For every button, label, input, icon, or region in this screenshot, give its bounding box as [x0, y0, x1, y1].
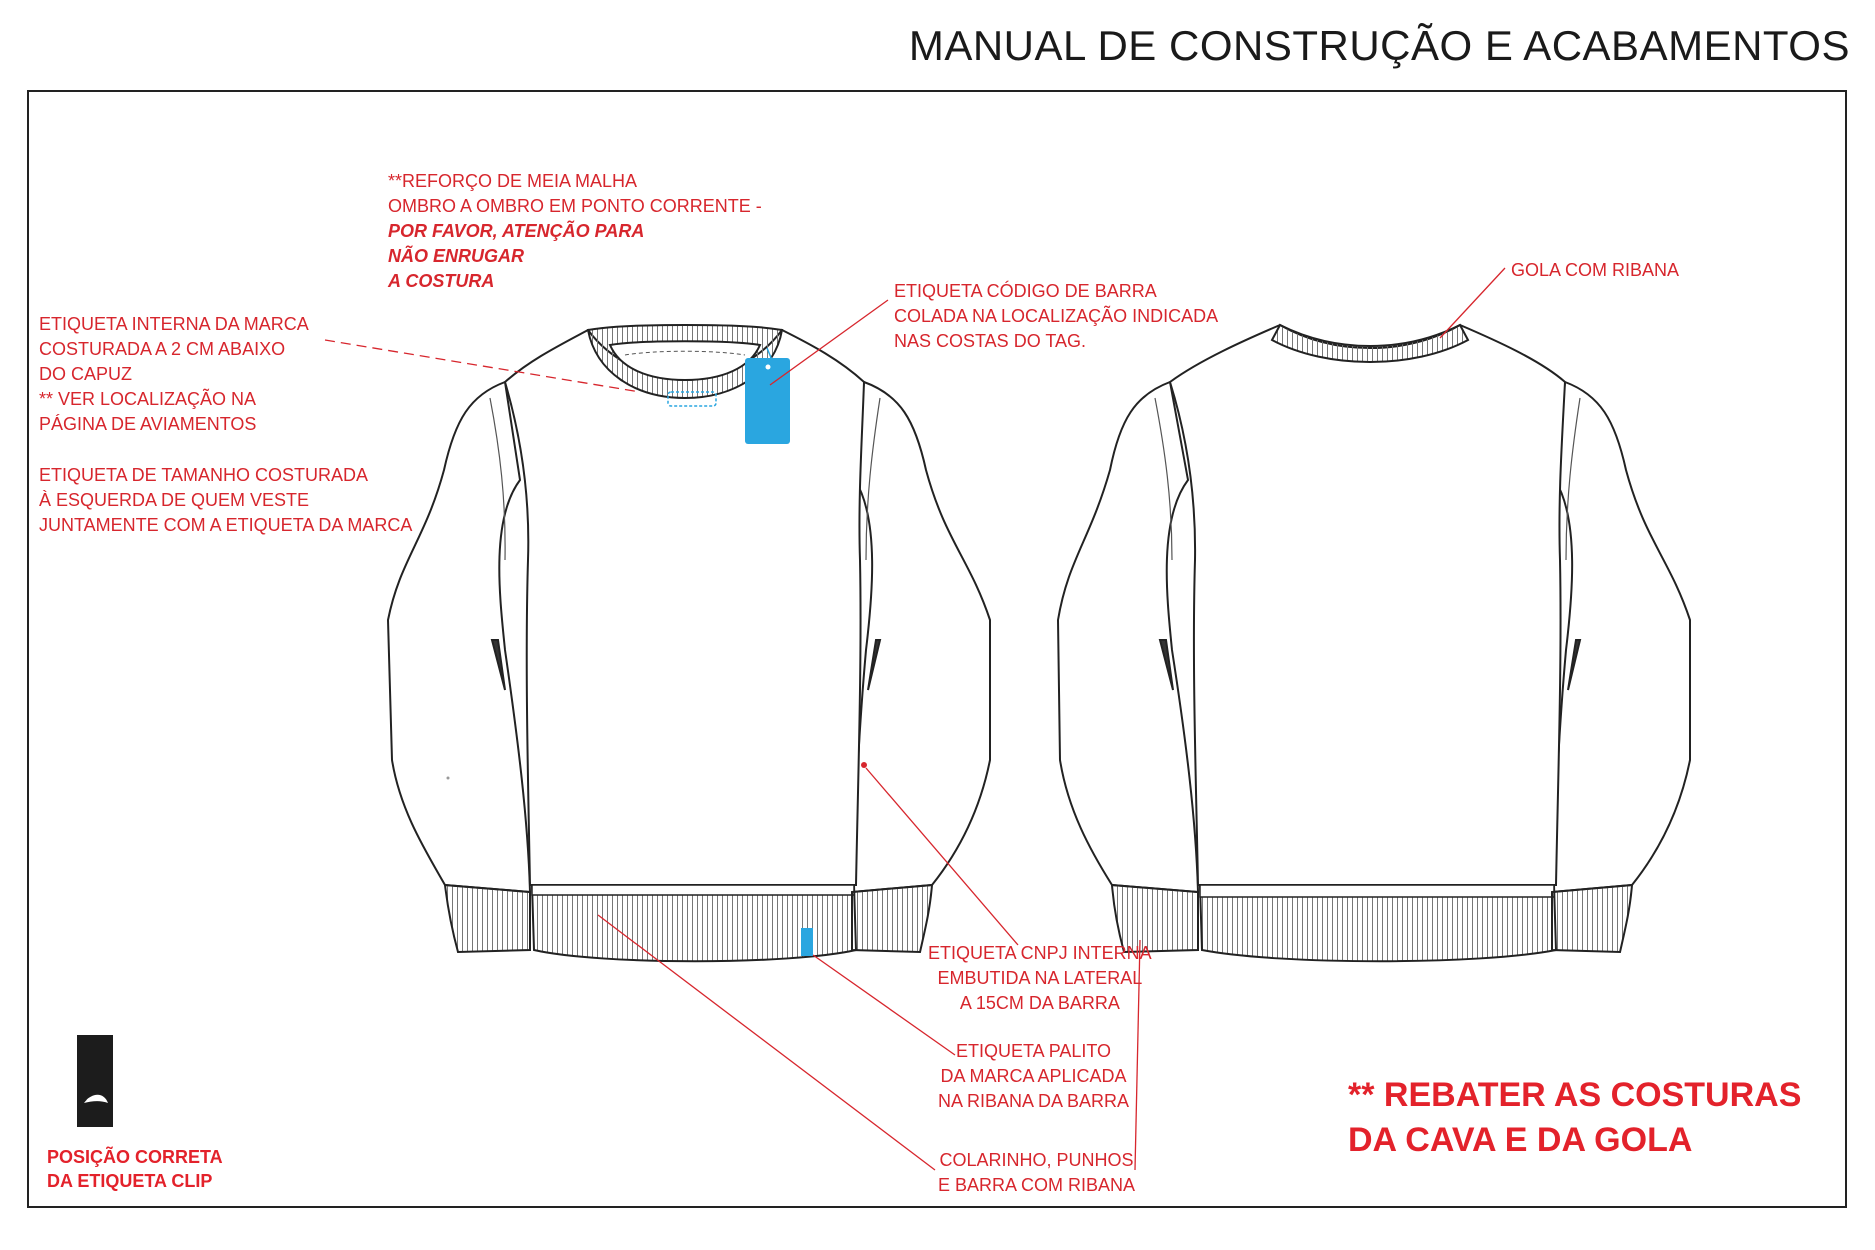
front-right-cuff: [851, 883, 934, 954]
note-line: PÁGINA DE AVIAMENTOS: [39, 414, 257, 434]
front-hem-rib: [530, 884, 858, 963]
note-line: DA MARCA APLICADA: [940, 1066, 1127, 1086]
leader-colarinho-back: [1134, 939, 1141, 1171]
drawing-frame: [27, 90, 1847, 1208]
note-line: GOLA COM RIBANA: [1511, 260, 1680, 280]
leader-gola: [1439, 267, 1506, 339]
note-line: DO CAPUZ: [39, 364, 133, 384]
note-line: ETIQUETA DE TAMANHO COSTURADA: [39, 465, 369, 485]
note-line: EMBUTIDA NA LATERAL: [937, 968, 1143, 988]
note-line: À ESQUERDA DE QUEM VESTE: [39, 490, 310, 510]
rebater-costuras-note: ** REBATER AS COSTURAS DA CAVA E DA GOLA: [1348, 1073, 1801, 1163]
note-cnpj: ETIQUETA CNPJ INTERNA EMBUTIDA NA LATERA…: [928, 941, 1152, 1016]
note-palito: ETIQUETA PALITO DA MARCA APLICADA NA RIB…: [938, 1039, 1129, 1114]
rebater-line: DA CAVA E DA GOLA: [1348, 1121, 1693, 1159]
back-left-cuff: [1110, 883, 1199, 954]
note-etiqueta-tamanho: ETIQUETA DE TAMANHO COSTURADA À ESQUERDA…: [39, 463, 412, 538]
front-sweatshirt: [386, 323, 991, 963]
note-line: E BARRA COM RIBANA: [938, 1175, 1136, 1195]
back-sweatshirt: [1056, 323, 1691, 963]
front-left-cuff: [443, 883, 531, 954]
note-line: COLARINHO, PUNHOS: [939, 1150, 1134, 1170]
clip-label-caption: POSIÇÃO CORRETA DA ETIQUETA CLIP: [47, 1145, 223, 1193]
leader-cnpj: [865, 767, 1019, 946]
leader-palito: [812, 954, 956, 1056]
note-reforco: **REFORÇO DE MEIA MALHA OMBRO A OMBRO EM…: [388, 169, 762, 294]
front-body: [503, 328, 866, 886]
note-line: ETIQUETA PALITO: [956, 1041, 1112, 1061]
note-gola: GOLA COM RIBANA: [1511, 258, 1679, 283]
back-collar-rib: [1270, 323, 1470, 364]
note-line-emphasis: POR FAVOR, ATENÇÃO PARA: [388, 221, 645, 241]
note-line: COSTURADA A 2 CM ABAIXO: [39, 339, 286, 359]
clip-caption-line: POSIÇÃO CORRETA: [47, 1147, 223, 1167]
back-body: [1168, 323, 1567, 886]
leader-colarinho-front: [597, 914, 936, 1171]
note-line: COLADA NA LOCALIZAÇÃO INDICADA: [894, 306, 1219, 326]
back-hem-rib: [1198, 884, 1558, 963]
note-line-emphasis: A COSTURA: [388, 271, 495, 291]
cnpj-marker-dot: [861, 762, 867, 768]
note-line: ETIQUETA INTERNA DA MARCA: [39, 314, 309, 334]
clip-label-icon: [77, 1035, 113, 1127]
rebater-line: ** REBATER AS COSTURAS: [1348, 1076, 1802, 1114]
note-line: NA RIBANA DA BARRA: [938, 1091, 1130, 1111]
palito-label-marker: [801, 928, 813, 956]
leader-lines: [324, 267, 1506, 1171]
note-line-emphasis: NÃO ENRUGAR: [388, 246, 525, 266]
leader-codigo-barra: [769, 299, 889, 386]
clip-caption-line: DA ETIQUETA CLIP: [47, 1171, 213, 1191]
note-line: A 15CM DA BARRA: [959, 993, 1120, 1013]
hang-tag-icon: [745, 347, 790, 444]
note-colarinho: COLARINHO, PUNHOS E BARRA COM RIBANA: [938, 1148, 1135, 1198]
stray-dot: [446, 776, 450, 780]
inner-label-outline: [667, 391, 717, 407]
note-line: NAS COSTAS DO TAG.: [894, 331, 1087, 351]
back-right-cuff: [1551, 883, 1634, 954]
note-codigo-barra: ETIQUETA CÓDIGO DE BARRA COLADA NA LOCAL…: [894, 279, 1218, 354]
note-line: ETIQUETA CNPJ INTERNA: [928, 943, 1152, 963]
back-left-sleeve: [1056, 380, 1200, 894]
back-right-sleeve: [1550, 380, 1691, 894]
note-line: OMBRO A OMBRO EM PONTO CORRENTE -: [388, 196, 762, 216]
note-line: ** VER LOCALIZAÇÃO NA: [39, 389, 257, 409]
note-line: ETIQUETA CÓDIGO DE BARRA: [894, 281, 1157, 301]
front-left-sleeve: [386, 380, 532, 894]
page-title: MANUAL DE CONSTRUÇÃO E ACABAMENTOS: [908, 22, 1850, 69]
note-line: JUNTAMENTE COM A ETIQUETA DA MARCA: [39, 515, 413, 535]
front-right-sleeve: [850, 380, 991, 894]
note-etiqueta-interna: ETIQUETA INTERNA DA MARCA COSTURADA A 2 …: [39, 312, 309, 437]
note-line: **REFORÇO DE MEIA MALHA: [388, 171, 638, 191]
leader-etiqueta-interna: [324, 339, 641, 393]
